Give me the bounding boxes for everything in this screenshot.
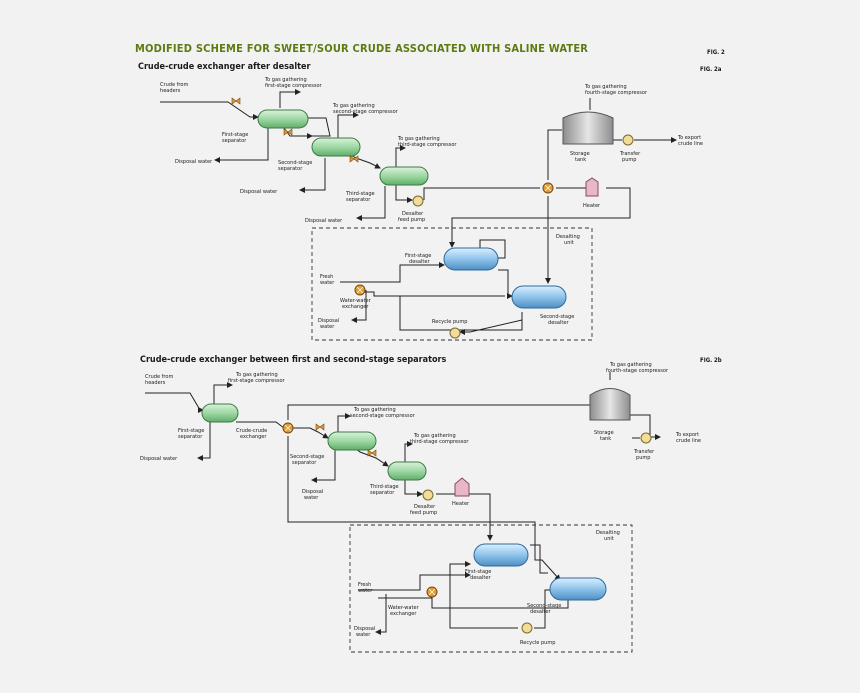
s1-disposal-3: Disposal water [305,218,343,224]
scheme2-desalter-feed-pump-icon [422,489,434,501]
scheme1-first-stage-separator [257,109,309,129]
scheme2-valve-2-icon [367,449,377,457]
scheme1-desalter-feed-pump-icon [412,195,424,207]
scheme2-pipes [145,372,661,635]
main-title: MODIFIED SCHEME FOR SWEET/SOUR CRUDE ASS… [135,42,588,55]
scheme2-desalting-unit-box [349,524,633,653]
scheme2-storage-tank [589,388,631,421]
scheme1-valve-1-icon [231,97,241,105]
scheme2-third-stage-separator [387,461,427,481]
s1-disposal-1: Disposal water [175,159,213,165]
s2-recycle-pump-label: Recycle pump [520,640,555,646]
scheme-1: Crude-crude exchanger after desalter FIG… [138,62,722,341]
scheme1-second-stage-desalter [511,285,567,309]
scheme1-third-stage-separator [379,166,429,186]
scheme2-recycle-pump-icon [521,622,533,634]
scheme2-heater [454,477,470,497]
scheme1-valve-2-icon [283,128,293,136]
scheme1-transfer-pump-icon [622,134,634,146]
scheme2-second-stage-desalter [549,577,607,601]
scheme2-second-stage-separator [327,431,377,451]
s1-heater-label: Heater [583,203,601,209]
scheme-2: Crude-crude exchanger between first and … [140,355,722,653]
scheme1-subtitle: Crude-crude exchanger after desalter [138,62,311,72]
scheme2-subtitle: Crude-crude exchanger between first and … [140,355,447,365]
scheme1-fig-label: FIG. 2a [700,66,722,73]
fig-label: FIG. 2 [707,49,725,56]
scheme1-water-exchanger-icon [354,284,366,296]
scheme1-recycle-pump-icon [449,327,461,339]
scheme1-valve-3-icon [349,155,359,163]
s2-heater-label: Heater [452,501,470,507]
scheme1-second-stage-separator [311,137,361,157]
scheme2-first-stage-separator [201,403,239,423]
s1-recycle-pump-label: Recycle pump [432,319,467,325]
scheme1-first-stage-desalter [443,247,499,271]
scheme1-heater [585,177,599,197]
s2-disposal-1: Disposal water [140,456,178,462]
scheme1-storage-tank [562,111,614,145]
scheme2-transfer-pump-icon [640,432,652,444]
scheme1-desalting-unit-box [311,227,593,341]
scheme2-water-exchanger-icon [426,586,438,598]
scheme2-fig-label: FIG. 2b [700,357,722,364]
scheme1-crude-exchanger-icon [542,182,554,194]
scheme2-first-stage-desalter [473,543,529,567]
scheme2-crude-exchanger-icon [282,422,294,434]
scheme2-valve-1-icon [315,423,325,431]
s1-disposal-2: Disposal water [240,189,278,195]
